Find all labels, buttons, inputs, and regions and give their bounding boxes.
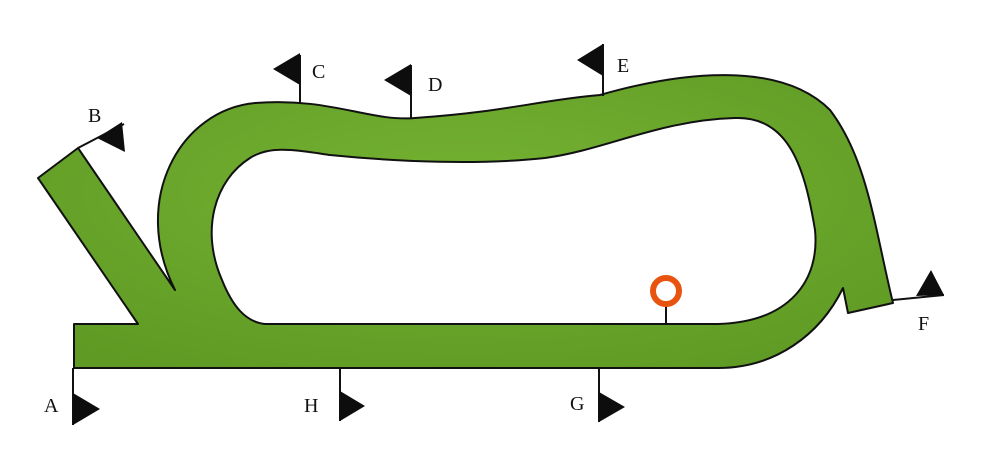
flag-h-label: H [304, 395, 318, 417]
flag-f: F [892, 270, 945, 335]
flag-f-pole [892, 294, 945, 301]
flag-g-icon [599, 392, 625, 422]
flag-g-label: G [570, 393, 584, 415]
flag-d-icon [384, 64, 411, 96]
flag-f-label: F [918, 313, 929, 335]
flag-e: E [577, 44, 629, 96]
flag-c-label: C [312, 61, 325, 83]
flag-d: D [384, 64, 442, 118]
flag-b-icon [97, 122, 125, 152]
winning-post-icon [650, 275, 682, 307]
flag-c: C [273, 53, 325, 104]
flag-b: B [77, 105, 125, 152]
flag-h: H [304, 368, 365, 421]
flag-a: A [44, 368, 100, 425]
flag-b-label: B [88, 105, 101, 127]
winning-post [650, 275, 682, 324]
flag-d-label: D [428, 74, 442, 96]
flag-f-icon [916, 270, 944, 296]
flag-c-icon [273, 53, 300, 85]
racecourse-track [37, 74, 894, 369]
flag-e-icon [577, 44, 603, 76]
flag-a-icon [73, 393, 100, 425]
flag-a-label: A [44, 395, 59, 417]
flag-g: G [570, 368, 625, 422]
flag-e-label: E [617, 55, 629, 77]
flag-h-icon [340, 391, 365, 421]
